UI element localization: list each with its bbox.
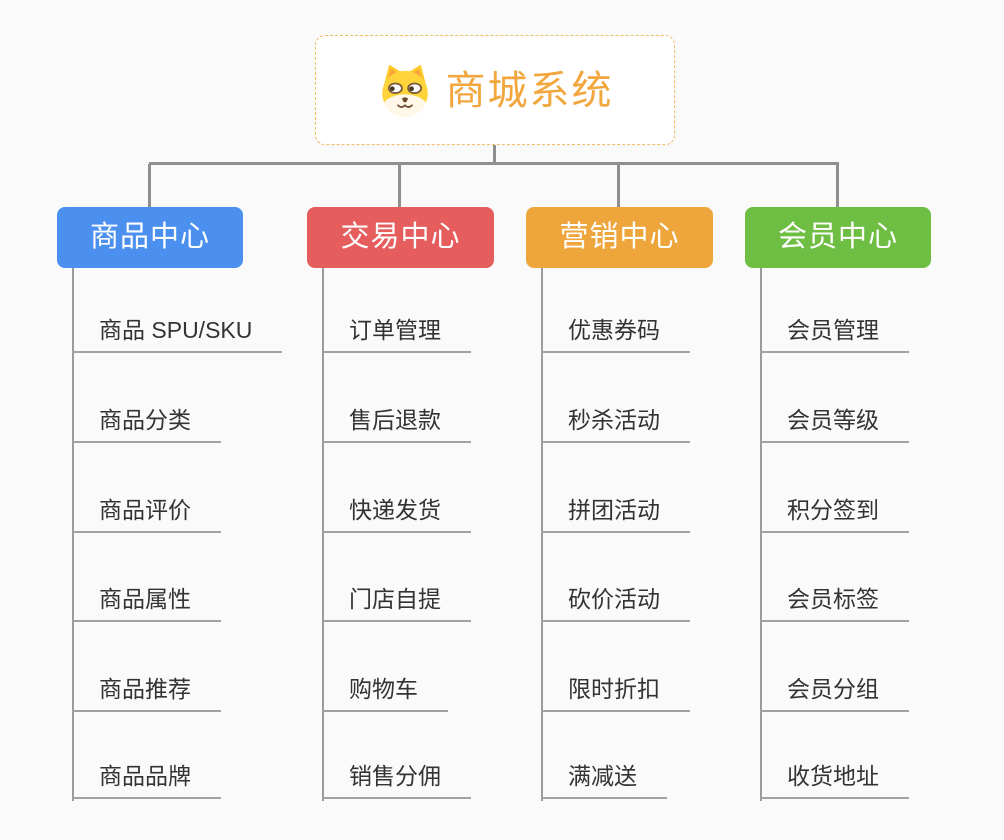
leaf-node[interactable]: 商品属性	[72, 575, 221, 622]
branch-rail-member	[760, 268, 762, 801]
connector-drop-trade	[398, 164, 401, 208]
branch-header-member-center[interactable]: 会员中心	[745, 207, 931, 268]
leaf-node[interactable]: 商品分类	[72, 396, 221, 443]
connector-drop-marketing	[617, 164, 620, 208]
leaf-node[interactable]: 商品品牌	[72, 752, 221, 799]
leaf-node[interactable]: 砍价活动	[541, 575, 690, 622]
branch-rail-trade	[322, 268, 324, 801]
connector-horizontal-rail	[149, 162, 839, 165]
leaf-node[interactable]: 优惠券码	[541, 306, 690, 353]
leaf-node[interactable]: 售后退款	[322, 396, 471, 443]
branch-rail-marketing	[541, 268, 543, 801]
leaf-node[interactable]: 满减送	[541, 752, 667, 799]
root-node[interactable]: 商城系统	[315, 35, 675, 145]
root-title: 商城系统	[445, 69, 614, 113]
leaf-node[interactable]: 拼团活动	[541, 486, 690, 533]
leaf-node[interactable]: 会员分组	[760, 665, 909, 712]
leaf-node[interactable]: 商品推荐	[72, 665, 221, 712]
leaf-node[interactable]: 商品 SPU/SKU	[72, 306, 283, 353]
leaf-node[interactable]: 会员等级	[760, 396, 909, 443]
branch-header-trade-center[interactable]: 交易中心	[307, 207, 494, 268]
leaf-node[interactable]: 订单管理	[322, 306, 471, 353]
leaf-node[interactable]: 会员标签	[760, 575, 909, 622]
leaf-node[interactable]: 秒杀活动	[541, 396, 690, 443]
dog-face-icon	[377, 62, 433, 118]
leaf-node[interactable]: 销售分佣	[322, 752, 471, 799]
branch-header-marketing-center[interactable]: 营销中心	[526, 207, 713, 268]
branch-rail-goods	[72, 268, 74, 801]
leaf-node[interactable]: 收货地址	[760, 752, 909, 799]
connector-root-stub	[493, 145, 496, 165]
connector-drop-goods	[148, 164, 151, 208]
connector-drop-member	[836, 164, 839, 208]
leaf-node[interactable]: 门店自提	[322, 575, 471, 622]
leaf-node[interactable]: 限时折扣	[541, 665, 690, 712]
leaf-node[interactable]: 会员管理	[760, 306, 909, 353]
leaf-node[interactable]: 快递发货	[322, 486, 471, 533]
branch-header-goods-center[interactable]: 商品中心	[57, 207, 243, 268]
leaf-node[interactable]: 商品评价	[72, 486, 221, 533]
leaf-node[interactable]: 购物车	[322, 665, 448, 712]
leaf-node[interactable]: 积分签到	[760, 486, 909, 533]
